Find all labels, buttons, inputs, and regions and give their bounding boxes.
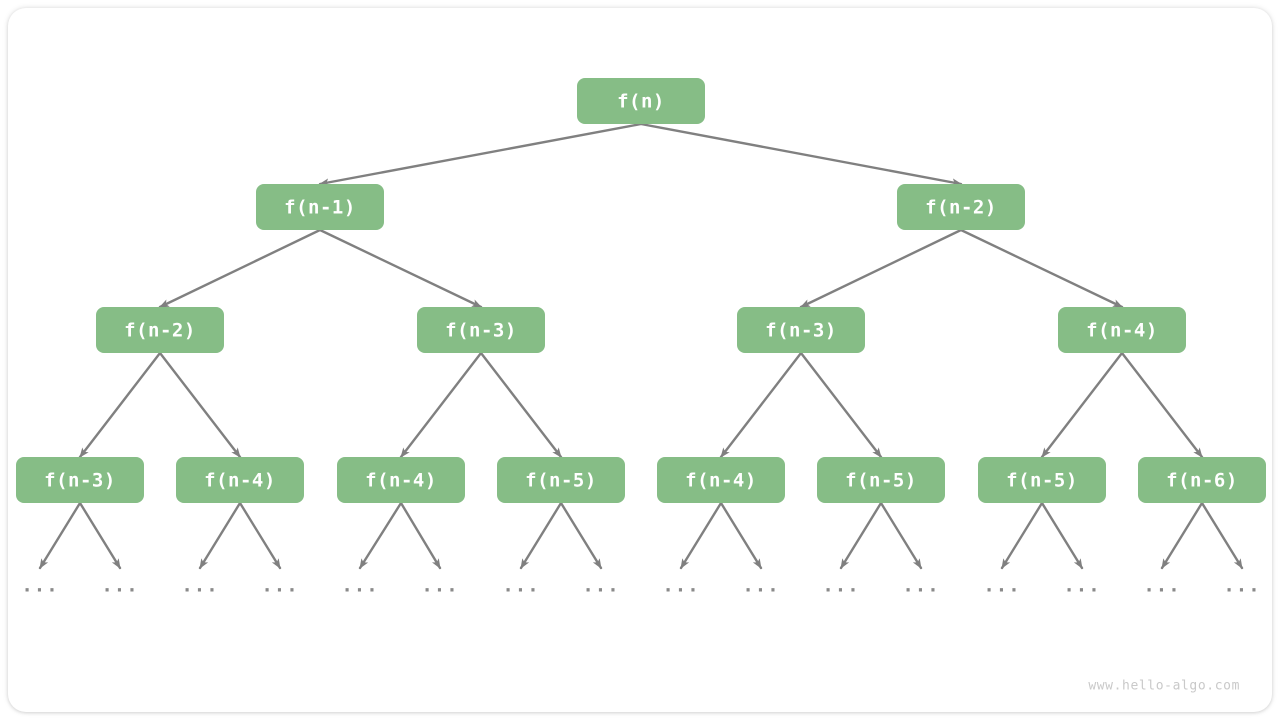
tree-node[interactable]: f(n-4) — [176, 457, 304, 503]
tree-node[interactable]: f(n-5) — [978, 457, 1106, 503]
tree-edge — [78, 351, 162, 459]
tree-node[interactable]: f(n-3) — [16, 457, 144, 503]
ellipsis-marker: ... — [421, 575, 458, 597]
tree-node-label: f(n-5) — [1006, 470, 1078, 492]
tree-node-box — [176, 457, 304, 503]
tree-node-label: f(n-4) — [1086, 320, 1158, 342]
tree-node-box — [657, 457, 785, 503]
tree-edge — [158, 351, 242, 459]
tree-edge-to-ellipsis — [839, 501, 883, 570]
tree-edge-to-ellipsis — [679, 501, 723, 570]
tree-edge-to-ellipsis — [1040, 501, 1084, 570]
tree-edge — [318, 228, 483, 309]
tree-node[interactable]: f(n-3) — [737, 307, 865, 353]
tree-node-label: f(n-6) — [1166, 470, 1238, 492]
tree-node[interactable]: f(n) — [577, 78, 705, 124]
tree-node-box — [1138, 457, 1266, 503]
tree-edge-to-ellipsis — [38, 501, 82, 570]
tree-node-box — [978, 457, 1106, 503]
tree-node-label: f(n-1) — [284, 197, 356, 219]
tree-node-box — [16, 457, 144, 503]
tree-edge-to-ellipsis — [198, 501, 242, 570]
ellipsis-marker: ... — [902, 575, 939, 597]
ellipsis-marker: ... — [822, 575, 859, 597]
tree-node-label: f(n-2) — [124, 320, 196, 342]
tree-node-box — [417, 307, 545, 353]
tree-node[interactable]: f(n-6) — [1138, 457, 1266, 503]
ellipsis-marker: ... — [662, 575, 699, 597]
tree-edge — [318, 122, 643, 187]
tree-node-label: f(n-3) — [445, 320, 517, 342]
tree-node-box — [897, 184, 1025, 230]
tree-edge — [158, 228, 322, 309]
tree-node-box — [337, 457, 465, 503]
tree-node[interactable]: f(n-4) — [657, 457, 785, 503]
tree-node[interactable]: f(n-2) — [96, 307, 224, 353]
tree-node[interactable]: f(n-4) — [337, 457, 465, 503]
ellipsis-marker: ... — [1223, 575, 1260, 597]
ellipses-layer: ........................................… — [21, 575, 1260, 597]
tree-node-box — [577, 78, 705, 124]
tree-edge-to-ellipsis — [1000, 501, 1044, 570]
tree-edge — [799, 351, 883, 459]
tree-edge-to-ellipsis — [719, 501, 763, 570]
tree-edge — [399, 351, 483, 459]
tree-node-box — [256, 184, 384, 230]
tree-edge-to-ellipsis — [238, 501, 282, 570]
ellipsis-marker: ... — [983, 575, 1020, 597]
tree-edge — [639, 122, 963, 187]
tree-node-label: f(n-5) — [525, 470, 597, 492]
ellipsis-marker: ... — [742, 575, 779, 597]
tree-edge-to-ellipsis — [559, 501, 603, 570]
tree-node[interactable]: f(n-4) — [1058, 307, 1186, 353]
tree-edge-to-ellipsis — [1200, 501, 1244, 570]
tree-node-label: f(n-4) — [204, 470, 276, 492]
tree-edge — [959, 228, 1124, 309]
ellipsis-marker: ... — [261, 575, 298, 597]
tree-edge — [1120, 351, 1204, 459]
edges-layer — [38, 122, 1244, 570]
tree-node-box — [1058, 307, 1186, 353]
tree-edge — [479, 351, 563, 459]
tree-edge-to-ellipsis — [358, 501, 403, 570]
tree-edge — [1040, 351, 1124, 459]
watermark: www.hello-algo.com — [1088, 679, 1240, 694]
ellipsis-marker: ... — [582, 575, 619, 597]
tree-edge-to-ellipsis — [879, 501, 923, 570]
ellipsis-marker: ... — [101, 575, 138, 597]
tree-node-box — [737, 307, 865, 353]
ellipsis-marker: ... — [1143, 575, 1180, 597]
tree-edge — [719, 351, 803, 459]
tree-edge-to-ellipsis — [1160, 501, 1204, 570]
tree-node[interactable]: f(n-5) — [817, 457, 945, 503]
tree-node-label: f(n-2) — [925, 197, 997, 219]
tree-node-label: f(n-4) — [365, 470, 437, 492]
nodes-layer: f(n) f(n-1) f(n-2) f(n-2) f(n-3) f(n-3) f(n-4)… — [16, 78, 1266, 503]
tree-edge-to-ellipsis — [519, 501, 563, 570]
tree-edge-to-ellipsis — [78, 501, 122, 570]
tree-edge-to-ellipsis — [399, 501, 442, 570]
tree-node-label: f(n-3) — [765, 320, 837, 342]
tree-node-label: f(n-5) — [845, 470, 917, 492]
tree-node-box — [497, 457, 625, 503]
tree-node-box — [96, 307, 224, 353]
tree-edge — [799, 228, 963, 309]
tree-node[interactable]: f(n-3) — [417, 307, 545, 353]
ellipsis-marker: ... — [21, 575, 58, 597]
tree-node-label: f(n-4) — [685, 470, 757, 492]
tree-node[interactable]: f(n-1) — [256, 184, 384, 230]
tree-node[interactable]: f(n-2) — [897, 184, 1025, 230]
tree-node[interactable]: f(n-5) — [497, 457, 625, 503]
tree-node-label: f(n) — [617, 91, 665, 113]
tree-node-label: f(n-3) — [44, 470, 116, 492]
ellipsis-marker: ... — [1063, 575, 1100, 597]
ellipsis-marker: ... — [502, 575, 539, 597]
tree-node-box — [817, 457, 945, 503]
ellipsis-marker: ... — [181, 575, 218, 597]
ellipsis-marker: ... — [341, 575, 378, 597]
